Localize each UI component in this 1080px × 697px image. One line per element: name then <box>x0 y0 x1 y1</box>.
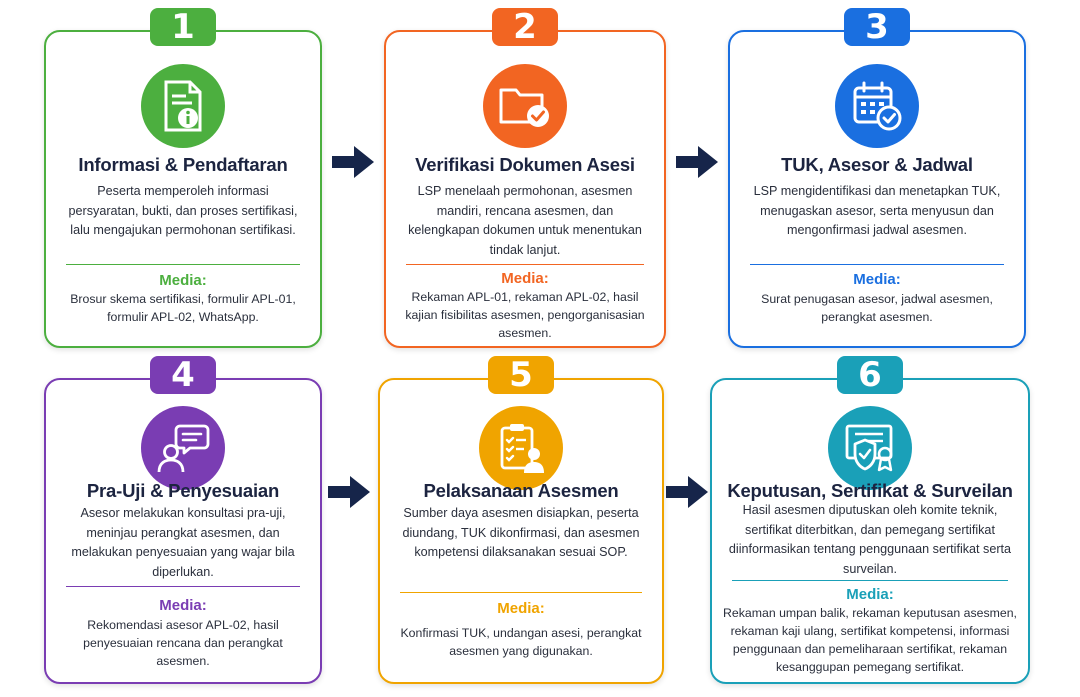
step-title: Informasi & Pendaftaran <box>78 154 288 175</box>
arrow-right-icon <box>676 146 718 178</box>
step-card-1: 1 Informasi & Pendaftaran Peserta memper… <box>44 8 322 348</box>
media-text: Rekaman umpan balik, rekaman keputusan a… <box>723 606 1017 674</box>
calendar-check-icon <box>835 64 919 148</box>
media-text: Rekaman APL-01, rekaman APL-02, hasil ka… <box>405 290 645 340</box>
media-text: Konfirmasi TUK, undangan asesi, perangka… <box>400 626 642 658</box>
certificate-shield-icon <box>828 406 912 490</box>
step-title: Keputusan, Sertifikat & Surveilan <box>727 480 1013 501</box>
media-text: Brosur skema sertifikasi, formulir APL-0… <box>70 292 296 324</box>
step-number-badge: 3 <box>844 8 910 46</box>
divider <box>406 264 644 265</box>
media-label: Media: <box>853 271 901 288</box>
step-description: LSP mengidentifikasi dan menetapkan TUK,… <box>753 184 1001 237</box>
arrow-right-icon <box>666 476 708 508</box>
media-label: Media: <box>159 272 207 289</box>
divider <box>732 580 1008 581</box>
media-label: Media: <box>497 600 545 617</box>
media-text: Surat penugasan asesor, jadwal asesmen, … <box>761 292 993 324</box>
divider <box>66 264 300 265</box>
media-text: Rekomendasi asesor APL-02, hasil penyesu… <box>83 618 283 668</box>
clipboard-person-icon <box>479 406 563 490</box>
arrow-right-icon <box>328 476 370 508</box>
step-description: Sumber daya asesmen disiapkan, peserta d… <box>402 506 640 559</box>
step-card-6: 6 Keputusan, Sertifikat & Surveilan Hasi… <box>710 356 1030 684</box>
step-title: TUK, Asesor & Jadwal <box>781 154 973 175</box>
step-description: Hasil asesmen diputuskan oleh komite tek… <box>728 503 1012 576</box>
document-info-icon <box>141 64 225 148</box>
media-label: Media: <box>501 270 549 287</box>
person-chat-icon <box>141 406 225 490</box>
step-description: Asesor melakukan konsultasi pra-uji, men… <box>71 506 295 579</box>
step-title: Pra-Uji & Penyesuaian <box>86 480 280 501</box>
step-number-badge: 1 <box>150 8 216 46</box>
step-card-4: 4 Pra-Uji & Penyesuaian Asesor melakukan… <box>44 356 322 684</box>
step-card-5: 5 Pelaksanaan Asesmen Sumber daya asesme… <box>378 356 664 684</box>
divider <box>66 586 300 587</box>
step-number-badge: 6 <box>837 356 903 394</box>
folder-check-icon <box>483 64 567 148</box>
divider <box>750 264 1004 265</box>
top-edge <box>0 0 1080 6</box>
step-number-badge: 5 <box>488 356 554 394</box>
step-description: LSP menelaah permohonan, asesmen mandiri… <box>408 184 642 257</box>
step-description: Peserta memperoleh informasi persyaratan… <box>68 184 298 237</box>
step-number-badge: 4 <box>150 356 216 394</box>
divider <box>400 592 642 593</box>
step-number-badge: 2 <box>492 8 558 46</box>
media-label: Media: <box>846 586 894 603</box>
step-card-2: 2 Verifikasi Dokumen Asesi LSP menelaah … <box>384 8 666 348</box>
step-title: Verifikasi Dokumen Asesi <box>415 154 635 175</box>
step-card-3: 3 TUK, Asesor & Jadwal LSP mengidentifik… <box>728 8 1026 348</box>
step-title: Pelaksanaan Asesmen <box>423 480 619 501</box>
arrow-right-icon <box>332 146 374 178</box>
media-label: Media: <box>159 597 207 614</box>
